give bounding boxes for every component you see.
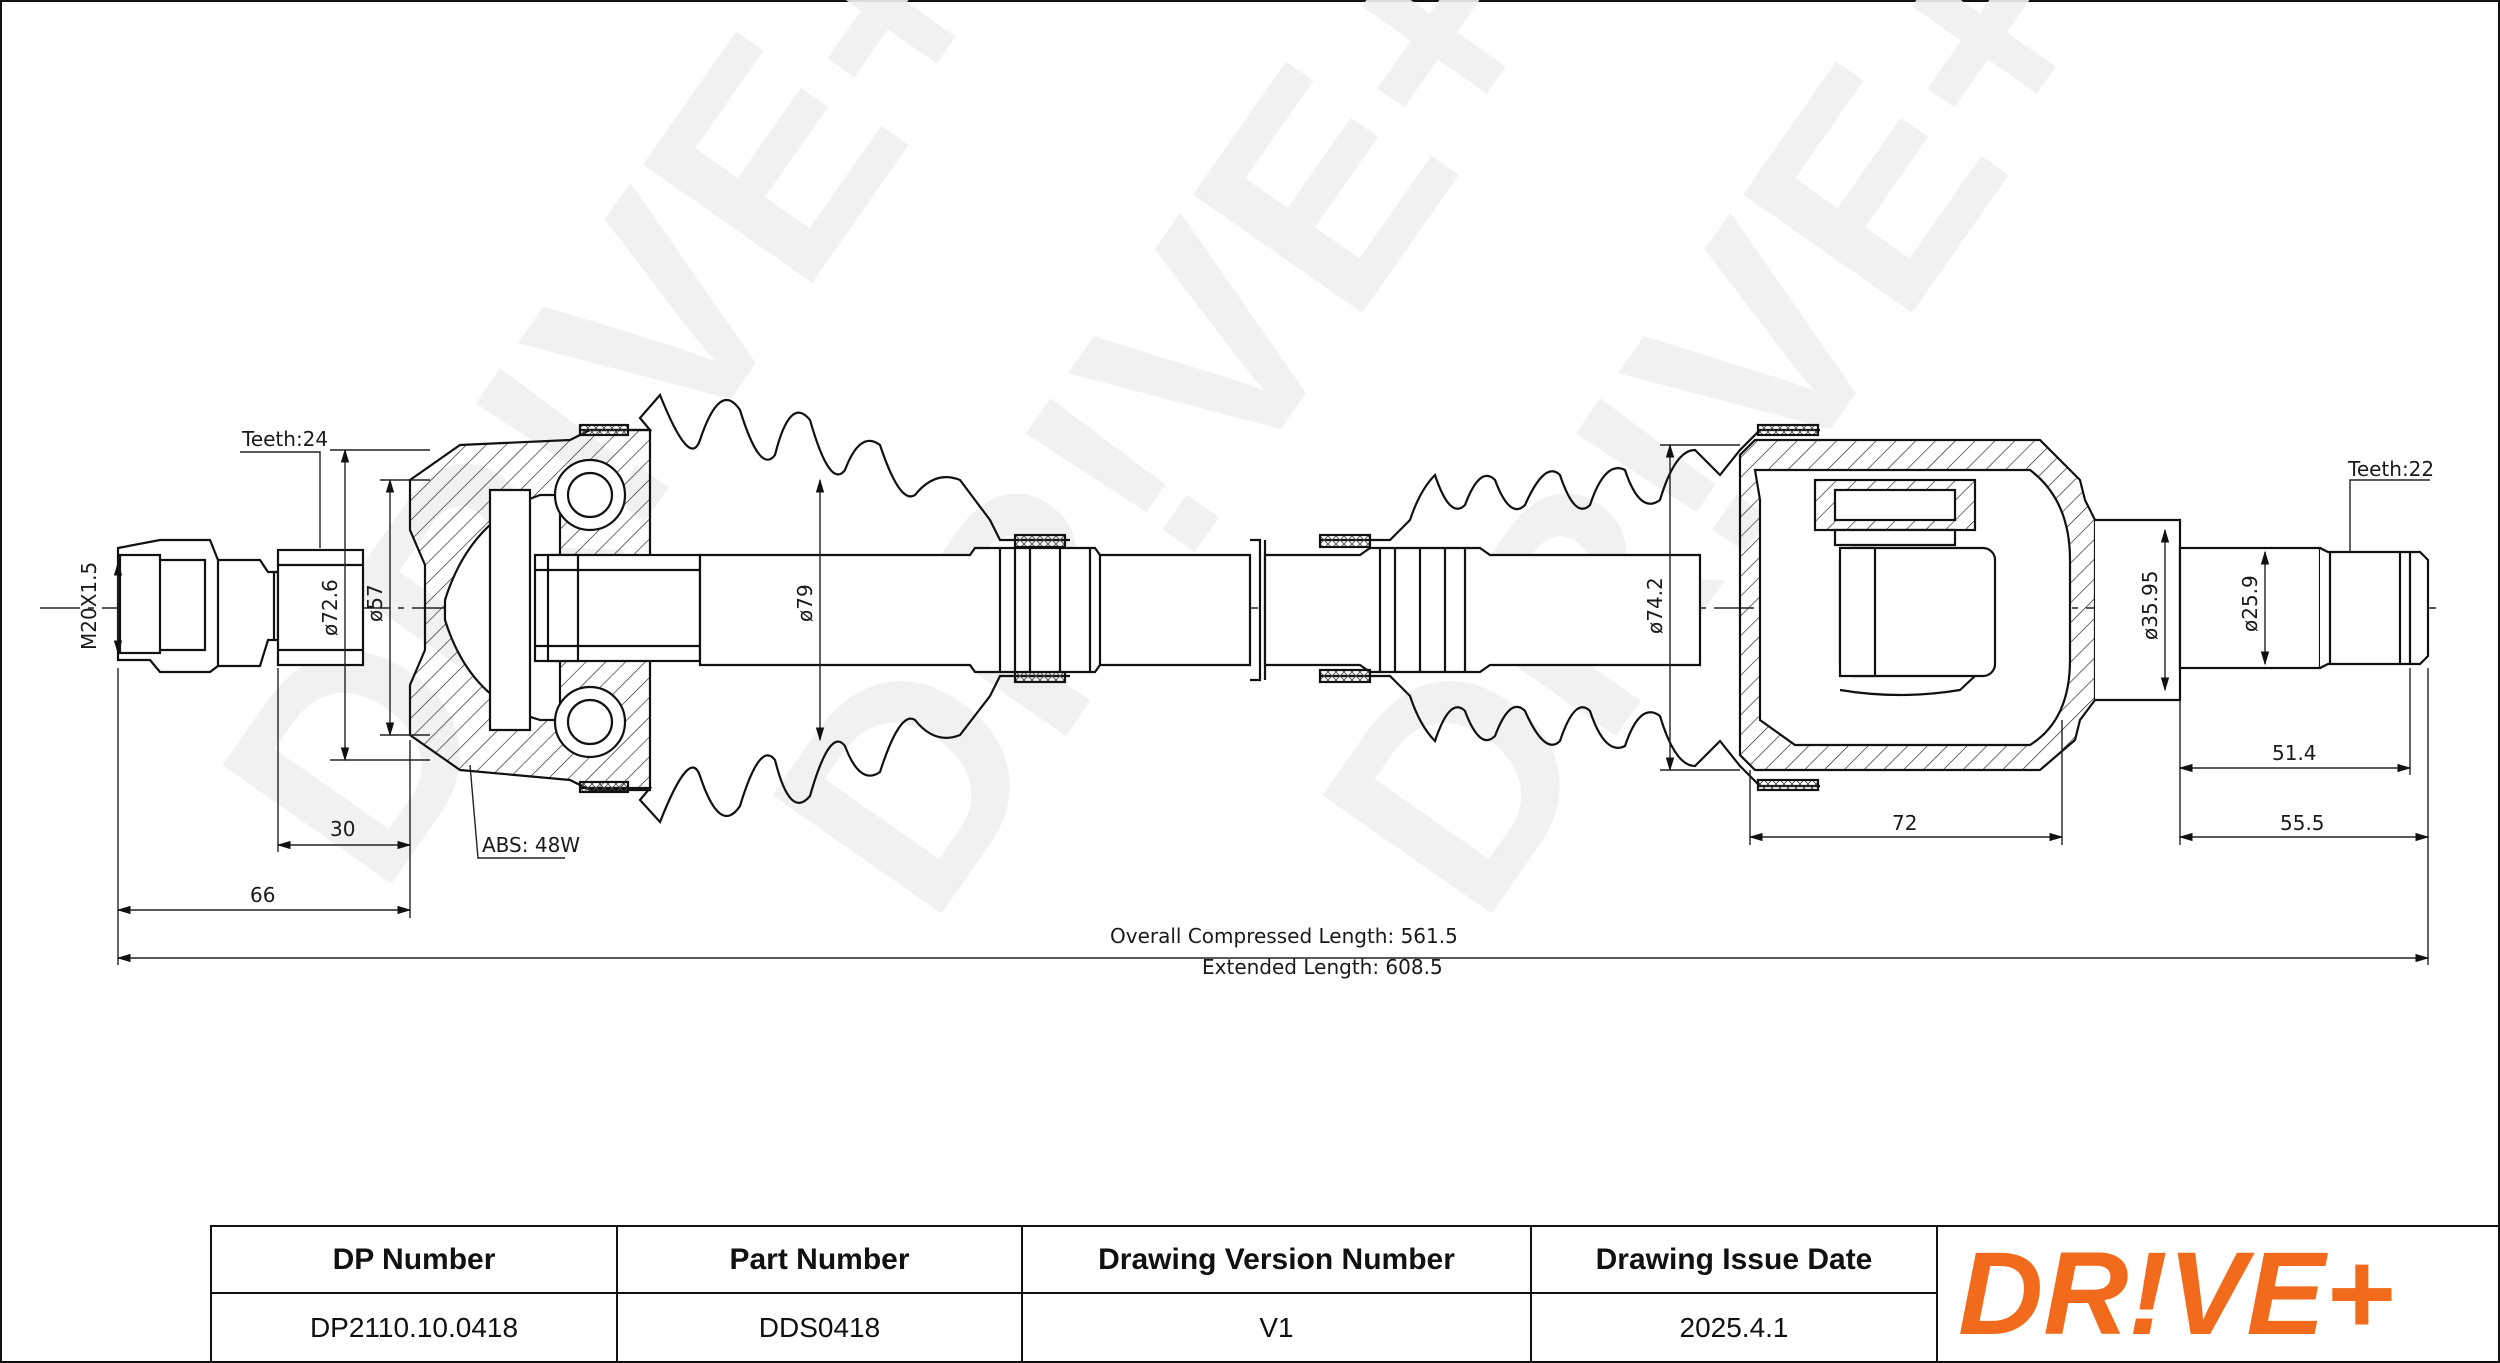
- svg-text:DR!VE+: DR!VE+: [1958, 1234, 2394, 1354]
- header-drawing-version: Drawing Version Number: [1098, 1242, 1455, 1276]
- left-stub: [116, 538, 365, 674]
- dimension-lines: [113, 443, 2430, 965]
- dia-35-95-label: ø35.95: [2138, 571, 2162, 641]
- right-tripod-joint: [1738, 438, 2097, 772]
- thread-label: M20X1.5: [77, 562, 101, 650]
- header-dp-number: DP Number: [332, 1242, 496, 1276]
- dia-79-label: ø79: [793, 584, 817, 622]
- value-dp-number: DP2110.10.0418: [309, 1311, 519, 1343]
- right-boot: [1318, 423, 1820, 792]
- dia-72-6-label: ø72.6: [318, 579, 342, 636]
- header-issue-date: Drawing Issue Date: [1595, 1242, 1873, 1276]
- len-72-label: 72: [1892, 811, 1917, 835]
- overall-length-label: Overall Compressed Length: 561.5: [1110, 924, 1458, 948]
- value-drawing-version: V1: [1259, 1311, 1294, 1343]
- value-part-number: DDS0418: [758, 1311, 881, 1343]
- dia-57-label: ø57: [363, 584, 387, 622]
- dia-74-2-label: ø74.2: [1643, 577, 1667, 634]
- teeth-right-label: Teeth:22: [2347, 457, 2434, 481]
- abs-label: ABS: 48W: [482, 833, 580, 857]
- len-51-4-label: 51.4: [2272, 741, 2317, 765]
- left-cv-joint: [408, 428, 702, 792]
- extended-length-label: Extended Length: 608.5: [1202, 955, 1443, 979]
- drive-logo: DR!VE+: [1937, 1226, 2499, 1362]
- len-66-label: 66: [250, 883, 275, 907]
- teeth-left-label: Teeth:24: [241, 427, 328, 451]
- dia-25-9-label: ø25.9: [2238, 575, 2262, 632]
- right-stub: [2095, 518, 2430, 702]
- title-block-grid: [210, 1225, 2500, 1363]
- header-part-number: Part Number: [729, 1242, 910, 1276]
- shaft: [698, 538, 1702, 682]
- value-issue-date: 2025.4.1: [1679, 1311, 1789, 1343]
- dimension-labels: Teeth:24 Teeth:22 M20X1.5 ø72.6 ø57 ø79 …: [77, 427, 2434, 979]
- len-55-5-label: 55.5: [2280, 811, 2325, 835]
- len-30-label: 30: [330, 817, 355, 841]
- drive-logo-mark: DR!VE+: [1958, 1234, 2394, 1354]
